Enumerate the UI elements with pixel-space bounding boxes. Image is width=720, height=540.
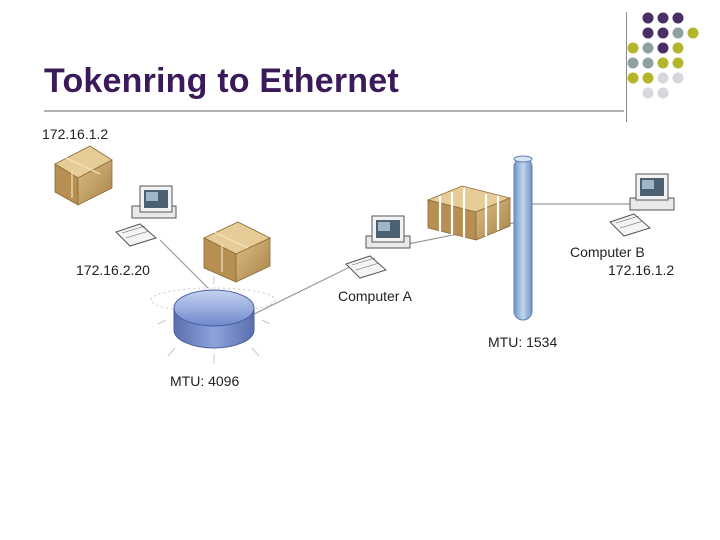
dot-row-2 xyxy=(642,27,699,39)
link-ring-to-computer-a xyxy=(245,261,361,319)
label-ip-left-pc: 172.16.2.20 xyxy=(76,262,150,278)
ethernet-bus xyxy=(513,155,533,321)
label-ip-top-left: 172.16.1.2 xyxy=(42,126,109,142)
title-underline xyxy=(44,110,624,112)
link-left-pc-to-ring xyxy=(159,239,209,289)
label-computer-a: Computer A xyxy=(338,288,412,304)
dot-row-4 xyxy=(627,57,684,69)
computer-icon-left xyxy=(115,185,177,247)
computer-icon-a xyxy=(345,215,411,279)
decor-dot-grid xyxy=(627,12,699,99)
package-icon-top-left xyxy=(54,145,113,206)
label-mtu-ethernet: MTU: 1534 xyxy=(488,334,558,350)
label-ip-computer-b: 172.16.1.2 xyxy=(608,262,675,278)
token-ring-icon xyxy=(150,276,276,364)
label-mtu-ring: MTU: 4096 xyxy=(170,373,240,389)
dot-row-3 xyxy=(627,42,684,54)
computer-icon-b xyxy=(609,173,675,237)
decor-vertical-rule xyxy=(626,12,627,122)
slide-title: Tokenring to Ethernet xyxy=(44,62,399,100)
dot-row-1 xyxy=(642,12,684,24)
package-icon-fragmented xyxy=(426,185,512,241)
package-icon-near-ring xyxy=(203,221,271,283)
label-computer-b: Computer B xyxy=(570,244,645,260)
dot-row-5 xyxy=(627,72,684,84)
dot-row-6 xyxy=(642,87,669,99)
